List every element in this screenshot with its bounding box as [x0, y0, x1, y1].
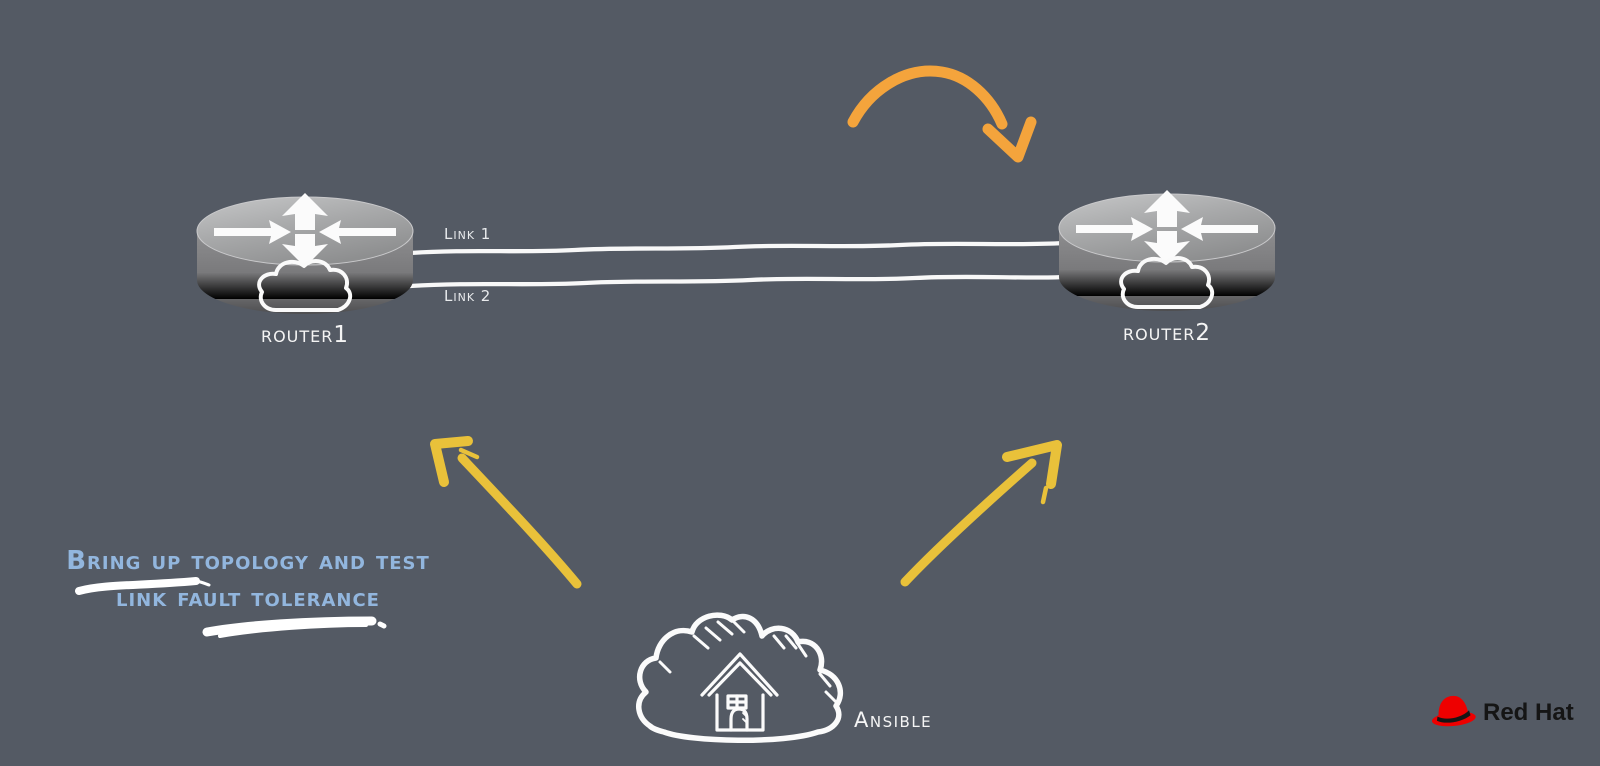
router2-icon — [1057, 188, 1277, 313]
link1-label: Link 1 — [444, 225, 492, 243]
underline-scribble-1 — [75, 577, 211, 595]
link2-label: Link 2 — [444, 287, 492, 305]
link2-line — [407, 274, 1067, 289]
link1-line — [407, 240, 1067, 256]
yellow-arrow-right — [900, 440, 1062, 587]
router1-label: router1 — [260, 322, 350, 348]
router1-icon — [195, 191, 415, 316]
redhat-hat-icon — [1431, 695, 1476, 727]
caption-line-2: link fault tolerance — [116, 583, 380, 613]
caption: Bring up topology and test link fault to… — [46, 543, 450, 617]
redhat-wordmark: Red Hat — [1483, 699, 1574, 726]
router2-label: router2 — [1122, 320, 1212, 346]
cloud-hatching — [658, 618, 838, 704]
yellow-arrow-left — [430, 436, 582, 589]
ansible-cloud-icon — [636, 612, 843, 744]
caption-line-1: Bring up topology and test — [66, 546, 430, 576]
ansible-label: Ansible — [854, 708, 933, 732]
house-icon — [700, 652, 779, 732]
orange-curved-arrow — [847, 65, 1037, 163]
underline-scribble-2 — [202, 616, 387, 638]
